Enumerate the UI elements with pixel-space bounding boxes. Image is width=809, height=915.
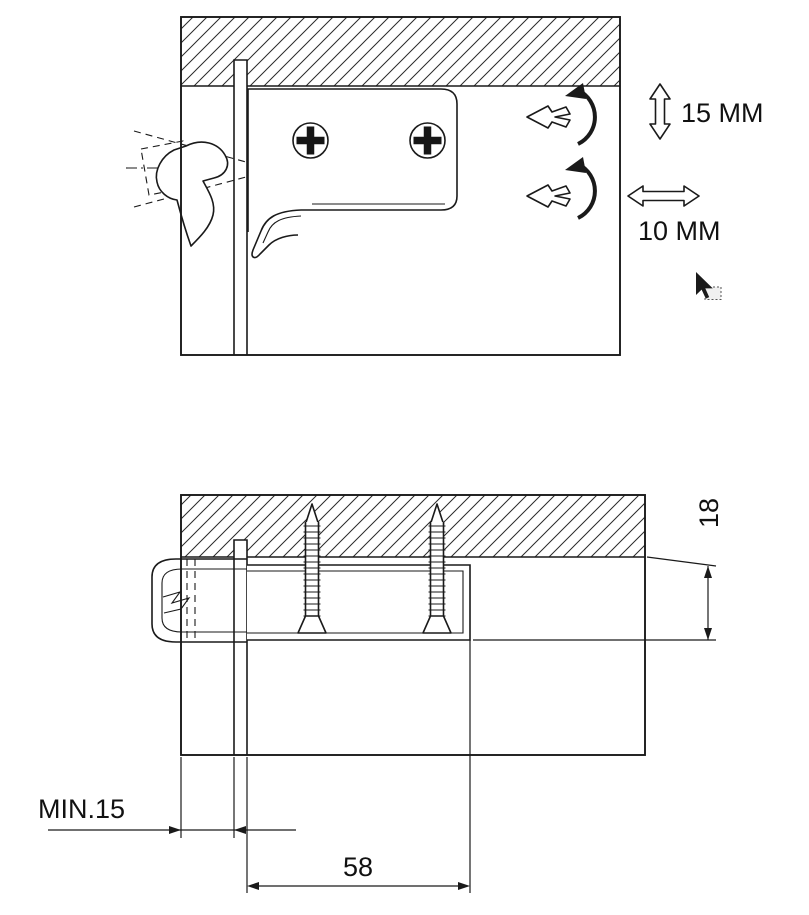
dimension-depth-18: 18 [473,498,724,641]
hanging-hook-shape [155,141,229,247]
vertical-adjustment-label: 15 MM [681,98,764,128]
bracket-housing-inner [247,570,464,634]
screw-threads [428,525,446,617]
rotation-arrowhead [565,157,586,173]
wall-panel-strip-fill [234,60,247,355]
screw-base-flare [297,615,327,634]
horizontal-adjustment-arrow-icon [627,185,700,207]
clip-outer-outline [151,558,247,643]
top-section-view [126,16,621,356]
bracket-housing-outline [247,564,471,641]
euro-screw-right [422,503,452,634]
adjustment-annotations: 15 MM 10 MM [627,83,764,300]
screwdriver-bit-icon [526,184,571,208]
min-clearance-label: MIN.15 [38,794,125,824]
dimension-arrowhead [234,826,246,834]
screw-base-flare [422,615,452,634]
euro-screw-left [297,503,327,634]
spring-clip [151,558,247,643]
extension-line [646,556,717,567]
dimension-arrowhead [458,882,470,890]
phillips-screw-right-icon [409,122,446,159]
screw-threads [303,525,321,617]
mounting-bracket-outline [247,88,458,232]
front-section-view [151,494,646,756]
vertical-adjustment-arrow-icon [649,83,671,140]
horizontal-adjustment-label: 10 MM [638,216,721,246]
wall-panel-strip [233,539,248,755]
drag-box [704,286,722,300]
screw-shaft-fill [430,522,444,616]
rotation-arrowhead [565,83,586,99]
screwdriver-bit-icon [526,105,571,129]
bracket-flange-inner [262,215,302,244]
dimension-arrowhead [169,826,181,834]
cabinet-outline [180,16,621,356]
depth-dimension-label: 18 [694,498,724,528]
dimension-min-clearance: MIN.15 [38,757,296,838]
wall-panel-strip [233,59,248,355]
spacing-dimension-label: 58 [343,852,373,882]
screw-shaft-fill [305,522,319,616]
phillips-screw-left-icon [292,122,329,159]
hidden-edge-line [133,176,247,208]
mouse-cursor-icon [696,272,722,300]
cabinet-top-panel-hatch [181,495,645,557]
dimension-arrowhead [247,882,259,890]
dimension-arrowhead [704,566,712,578]
clip-inner-outline [161,568,247,633]
cabinet-outline [180,494,646,756]
bracket-flange-outline [251,209,302,259]
wall-panel-strip-fill [234,540,247,755]
cabinet-top-panel-hatch [181,17,620,86]
pointer-arrow [696,272,713,299]
dimension-spacing-58: 58 [246,640,471,893]
phillips-cross [413,126,442,155]
phillips-cross [296,126,325,155]
dimension-arrowhead [704,628,712,640]
hidden-edge-line [133,130,247,163]
